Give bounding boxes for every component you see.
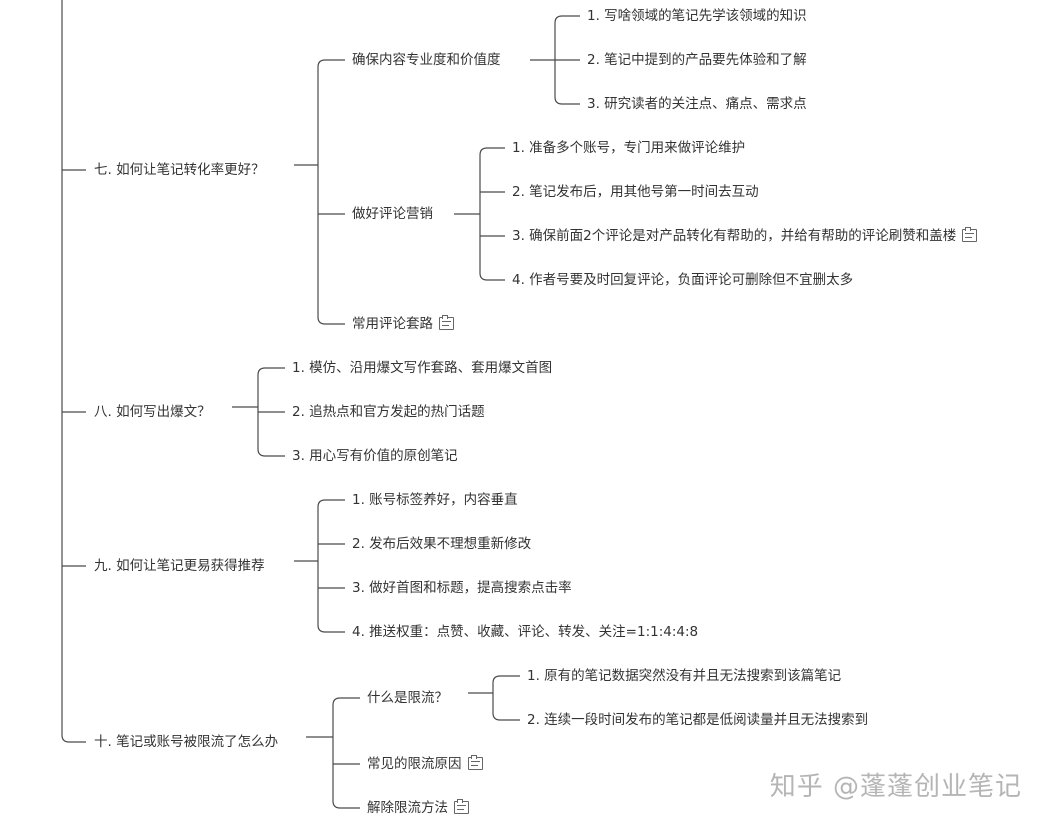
branch-9-item-1[interactable]: 1. 账号标签养好，内容垂直 bbox=[352, 492, 518, 508]
branch-7-sub-2-item-1[interactable]: 1. 准备多个账号，专门用来做评论维护 bbox=[512, 140, 746, 156]
branch-10-sub-1-label[interactable]: 什么是限流？ bbox=[367, 690, 448, 706]
branch-10-sub-1-item-2[interactable]: 2. 连续一段时间发布的笔记都是低阅读量并且无法搜索到 bbox=[527, 712, 869, 728]
branch-7-sub-2-item-3-text: 3. 确保前面2个评论是对产品转化有帮助的，并给有帮助的评论刷赞和盖楼 bbox=[512, 228, 957, 244]
b10-s1-link-2 bbox=[492, 712, 520, 721]
branch-7-sub-2-item-4[interactable]: 4. 作者号要及时回复评论，负面评论可删除但不宜删太多 bbox=[512, 272, 854, 288]
b8-link-3 bbox=[257, 448, 285, 457]
branch-10-sub-1-item-1[interactable]: 1. 原有的笔记数据突然没有并且无法搜索到该篇笔记 bbox=[527, 668, 842, 684]
branch-8-item-1[interactable]: 1. 模仿、沿用爆文写作套路、套用爆文首图 bbox=[292, 360, 553, 376]
branch-7-sub-1-item-2[interactable]: 2. 笔记中提到的产品要先体验和了解 bbox=[587, 52, 807, 68]
b10-s1-link-1 bbox=[492, 675, 520, 684]
root-spine bbox=[61, 0, 86, 743]
note-icon[interactable] bbox=[467, 755, 483, 770]
branch-7-sub-1-item-1[interactable]: 1. 写啥领域的笔记先学该领域的知识 bbox=[587, 8, 807, 24]
branch-7-label[interactable]: 七. 如何让笔记转化率更好？ bbox=[94, 162, 265, 178]
branch-10-sub-3-label: 解除限流方法 bbox=[367, 800, 448, 816]
branch-10-sub-2[interactable]: 常见的限流原因 bbox=[367, 755, 483, 773]
branch-7-sub-3[interactable]: 常用评论套路 bbox=[352, 315, 454, 333]
branch-9-item-2[interactable]: 2. 发布后效果不理想重新修改 bbox=[352, 536, 532, 552]
note-icon[interactable] bbox=[962, 227, 978, 242]
branch-7-sub-3-label: 常用评论套路 bbox=[352, 316, 433, 332]
branch-9-item-3[interactable]: 3. 做好首图和标题，提高搜索点击率 bbox=[352, 580, 572, 596]
branch-7-sub-2-label[interactable]: 做好评论营销 bbox=[352, 206, 433, 222]
b7-link-3 bbox=[317, 316, 345, 325]
branch-9-item-4[interactable]: 4. 推送权重：点赞、收藏、评论、转发、关注=1:1:4:4:8 bbox=[352, 624, 699, 640]
branch-10-label[interactable]: 十. 笔记或账号被限流了怎么办 bbox=[94, 734, 279, 750]
branch-7-sub-2-item-2[interactable]: 2. 笔记发布后，用其他号第一时间去互动 bbox=[512, 184, 759, 200]
branch-7-sub-1-label[interactable]: 确保内容专业度和价值度 bbox=[352, 52, 501, 68]
b10-link-3 bbox=[332, 800, 360, 809]
branch-7-sub-2-item-3[interactable]: 3. 确保前面2个评论是对产品转化有帮助的，并给有帮助的评论刷赞和盖楼 bbox=[512, 227, 978, 245]
branch-10-sub-3[interactable]: 解除限流方法 bbox=[367, 799, 469, 817]
b7-link-1 bbox=[317, 59, 345, 68]
b10-link-1 bbox=[332, 697, 360, 706]
b8-link-1 bbox=[257, 367, 285, 376]
branch-7-sub-1-item-3[interactable]: 3. 研究读者的关注点、痛点、需求点 bbox=[587, 96, 807, 112]
branch-8-item-3[interactable]: 3. 用心写有价值的原创笔记 bbox=[292, 448, 458, 464]
b9-link-4 bbox=[317, 624, 345, 633]
b7-s2-link-1 bbox=[479, 147, 505, 156]
b7-s1-link-1 bbox=[554, 15, 580, 24]
b9-link-1 bbox=[317, 499, 345, 508]
note-icon[interactable] bbox=[439, 315, 454, 330]
branch-9-label[interactable]: 九. 如何让笔记更易获得推荐 bbox=[94, 558, 265, 574]
b7-s2-link-4 bbox=[479, 272, 505, 281]
note-icon[interactable] bbox=[454, 799, 469, 814]
branch-8-item-2[interactable]: 2. 追热点和官方发起的热门话题 bbox=[292, 404, 485, 420]
branch-10-sub-2-label: 常见的限流原因 bbox=[367, 756, 462, 772]
watermark: 知乎 @蓬蓬创业笔记 bbox=[769, 772, 1022, 802]
branch-8-label[interactable]: 八. 如何写出爆文？ bbox=[94, 404, 211, 420]
b7-s1-link-3 bbox=[554, 96, 580, 105]
